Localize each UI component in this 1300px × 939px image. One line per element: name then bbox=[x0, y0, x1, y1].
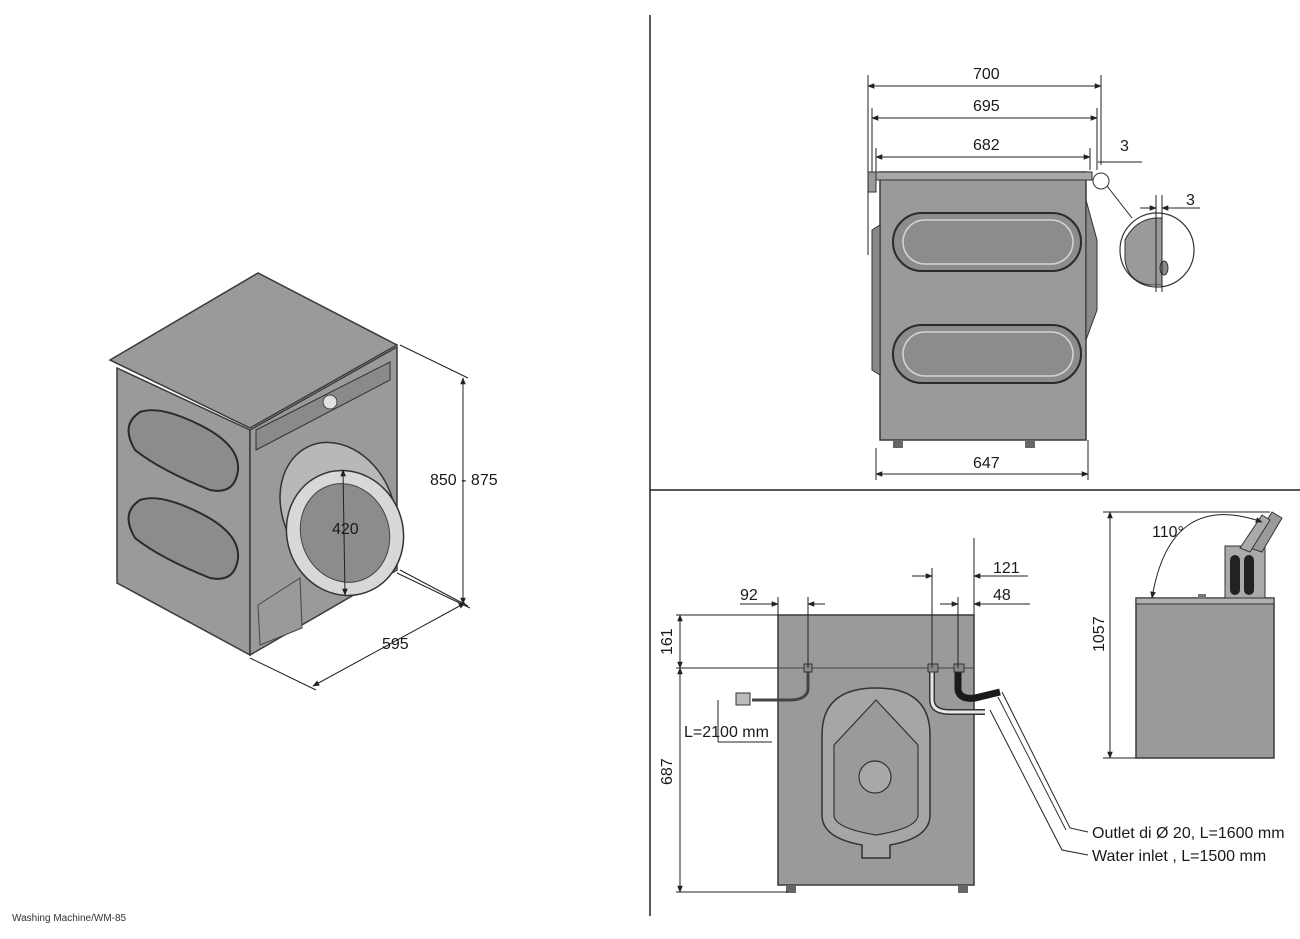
rear-height-161: 161 bbox=[659, 628, 676, 655]
rear-offset-92: 92 bbox=[740, 587, 758, 604]
lid-height-label: 1057 bbox=[1091, 616, 1108, 652]
side-depth-695: 695 bbox=[973, 98, 1000, 115]
drawing-caption: Washing Machine/WM-85 bbox=[12, 913, 127, 924]
rear-offset-121: 121 bbox=[993, 560, 1020, 577]
side-slot-lower bbox=[127, 497, 240, 580]
side-gap-detail: 3 bbox=[1186, 192, 1195, 209]
iso-height-label: 850 - 875 bbox=[430, 472, 498, 489]
side-depth-682: 682 bbox=[973, 137, 1000, 154]
lid-open-view bbox=[1103, 511, 1283, 759]
side-base-647: 647 bbox=[973, 455, 1000, 472]
outlet-note: Outlet di Ø 20, L=1600 mm bbox=[1092, 825, 1285, 842]
rear-view bbox=[676, 538, 1089, 893]
side-slot-upper bbox=[127, 409, 240, 492]
rear-offset-48: 48 bbox=[993, 587, 1011, 604]
side-view bbox=[867, 75, 1200, 480]
side-gap-outer: 3 bbox=[1120, 138, 1129, 155]
iso-width-label: 595 bbox=[382, 636, 409, 653]
iso-door-label: 420 bbox=[332, 521, 359, 538]
inlet-note: Water inlet , L=1500 mm bbox=[1092, 848, 1266, 865]
lid-angle-label: 110° bbox=[1152, 524, 1184, 541]
rear-height-687: 687 bbox=[659, 758, 676, 785]
power-cable-label: L=2100 mm bbox=[684, 724, 769, 741]
isometric-view bbox=[108, 272, 471, 691]
side-depth-700: 700 bbox=[973, 66, 1000, 83]
